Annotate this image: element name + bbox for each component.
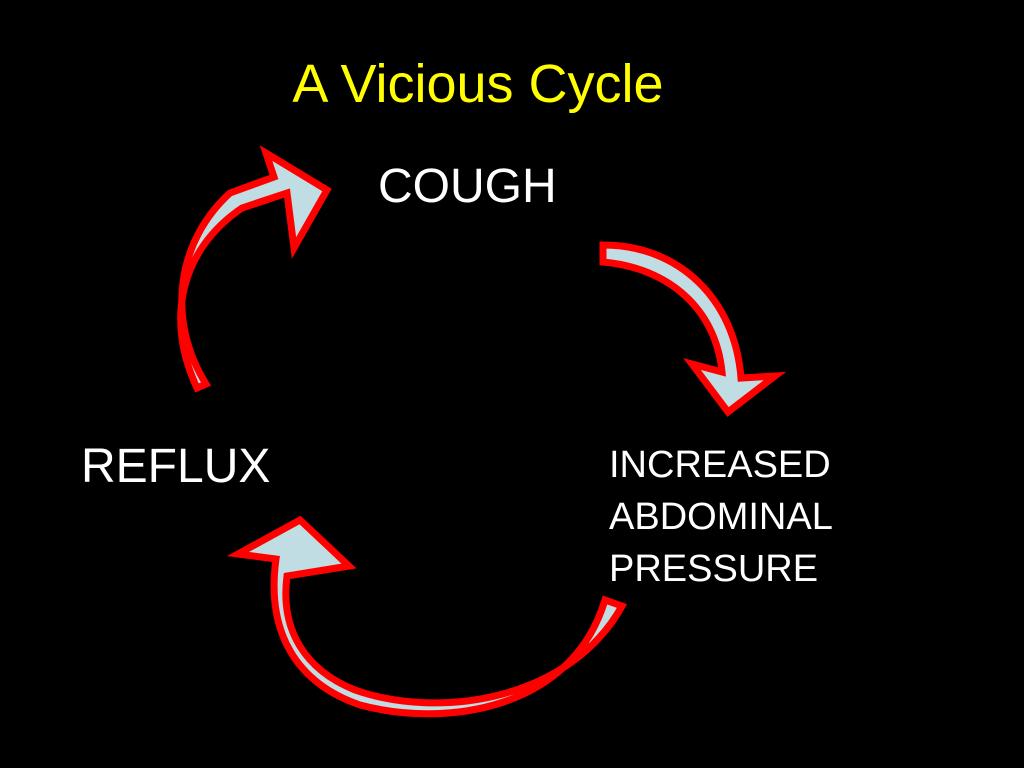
node-pressure-line1: INCREASED — [609, 444, 831, 486]
node-reflux: REFLUX — [81, 440, 271, 493]
node-pressure-line3: PRESSURE — [609, 548, 819, 590]
arrow-reflux-to-cough — [177, 145, 332, 393]
slide-title: A Vicious Cycle — [292, 54, 664, 114]
node-increased-abdominal-pressure: INCREASED ABDOMINAL PRESSURE — [609, 439, 833, 595]
node-cough: COUGH — [378, 160, 557, 213]
arrow-pressure-to-reflux — [226, 515, 628, 718]
arrow-cough-to-pressure — [599, 241, 787, 417]
node-pressure-line2: ABDOMINAL — [609, 496, 833, 538]
